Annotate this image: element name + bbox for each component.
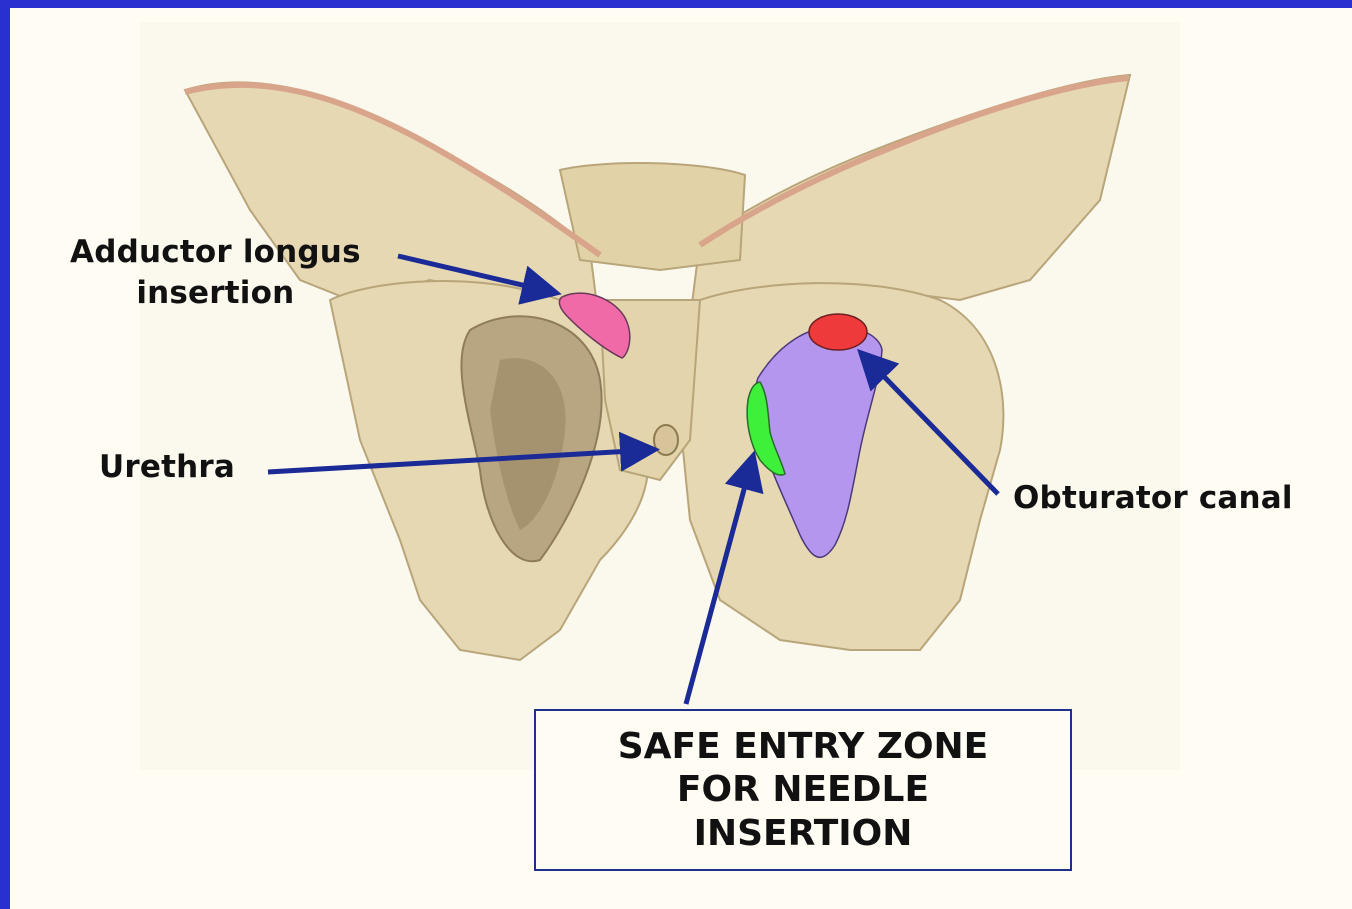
adductor-label-line2: insertion	[70, 273, 361, 314]
adductor-label-line1: Adductor longus	[70, 232, 361, 273]
adductor-longus-label: Adductor longus insertion	[70, 232, 361, 314]
urethra-label: Urethra	[99, 447, 235, 488]
obturator-canal-region	[809, 314, 867, 350]
obturator-canal-label: Obturator canal	[1013, 478, 1293, 519]
safe-entry-zone-callout: SAFE ENTRY ZONE FOR NEEDLE INSERTION	[534, 709, 1072, 871]
urethra-marker	[654, 425, 678, 455]
